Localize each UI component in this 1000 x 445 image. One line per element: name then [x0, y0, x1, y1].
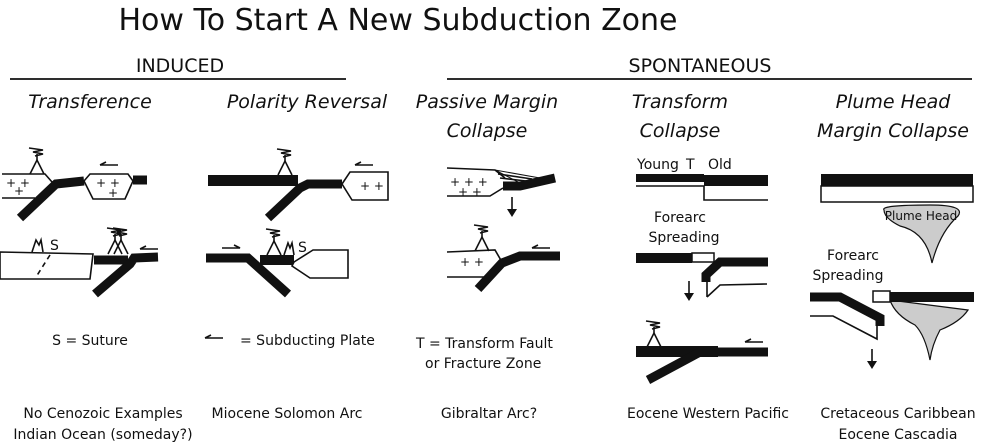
passive-margin-stage-2: + +	[446, 224, 560, 293]
example-plume-head: Eocene Cascadia	[839, 427, 958, 443]
legend-transform: T = Transform Fault	[415, 336, 553, 352]
subducting-plate-arrow-icon	[204, 334, 224, 339]
legend-subducting-plate: = Subducting Plate	[240, 333, 375, 349]
svg-text:+ +: + +	[458, 185, 482, 199]
transference-stage-1: + ++ + ++	[2, 147, 147, 222]
heading-passive-margin: Passive Margin	[416, 91, 558, 113]
example-transform: Eocene Western Pacific	[627, 406, 789, 422]
suture-mark: S	[298, 240, 307, 256]
label-old: Old	[708, 157, 732, 173]
plume-head-shape	[883, 204, 960, 264]
svg-text:+ + +: + + +	[450, 175, 488, 189]
legend-transform: or Fracture Zone	[425, 356, 541, 372]
polarity-reversal-stage-1: + +	[208, 148, 389, 222]
svg-text:+ +: + +	[460, 255, 484, 269]
section-spontaneous: SPONTANEOUS	[629, 55, 772, 77]
svg-text:+ +: + +	[360, 179, 384, 193]
svg-text:+: +	[108, 186, 118, 200]
heading-transference: Transference	[28, 91, 152, 113]
transference-stage-2: S	[0, 227, 159, 298]
example-transference: No Cenozoic Examples	[23, 406, 182, 422]
label-forearc: Forearc	[654, 210, 706, 226]
heading-polarity-reversal: Polarity Reversal	[227, 91, 388, 113]
passive-margin-stage-1: + + ++ +	[446, 167, 557, 218]
svg-text:+ +: + +	[6, 176, 30, 190]
label-spreading: Spreading	[649, 230, 720, 246]
label-young: Young	[636, 157, 679, 173]
heading-transform: Collapse	[640, 120, 721, 142]
suture-mark: S	[50, 238, 59, 254]
plume-head-stage-1: Plume Head	[820, 174, 974, 264]
label-forearc: Forearc	[827, 248, 879, 264]
example-polarity-reversal: Miocene Solomon Arc	[212, 406, 363, 422]
transform-collapse-stage-1: Young T Old	[636, 157, 768, 201]
polarity-reversal-stage-2: S	[206, 228, 349, 298]
heading-passive-margin: Collapse	[447, 120, 528, 142]
heading-plume-head: Margin Collapse	[817, 120, 969, 142]
svg-text:+ +: + +	[96, 176, 120, 190]
page-title: How To Start A New Subduction Zone	[119, 3, 678, 38]
example-passive-margin: Gibraltar Arc?	[441, 406, 537, 422]
label-spreading: Spreading	[813, 268, 884, 284]
section-induced: INDUCED	[136, 55, 224, 77]
example-plume-head: Cretaceous Caribbean	[820, 406, 975, 422]
transform-collapse-stage-3	[636, 320, 768, 384]
plume-head-stage-2	[810, 290, 974, 370]
label-t: T	[685, 157, 695, 173]
example-transference: Indian Ocean (someday?)	[13, 427, 192, 443]
legend-suture: S = Suture	[52, 333, 128, 349]
heading-transform: Transform	[632, 91, 728, 113]
transform-collapse-stage-2	[636, 252, 768, 302]
svg-text:+: +	[14, 184, 24, 198]
heading-plume-head: Plume Head	[836, 91, 952, 113]
label-plume-head: Plume Head	[885, 209, 957, 223]
